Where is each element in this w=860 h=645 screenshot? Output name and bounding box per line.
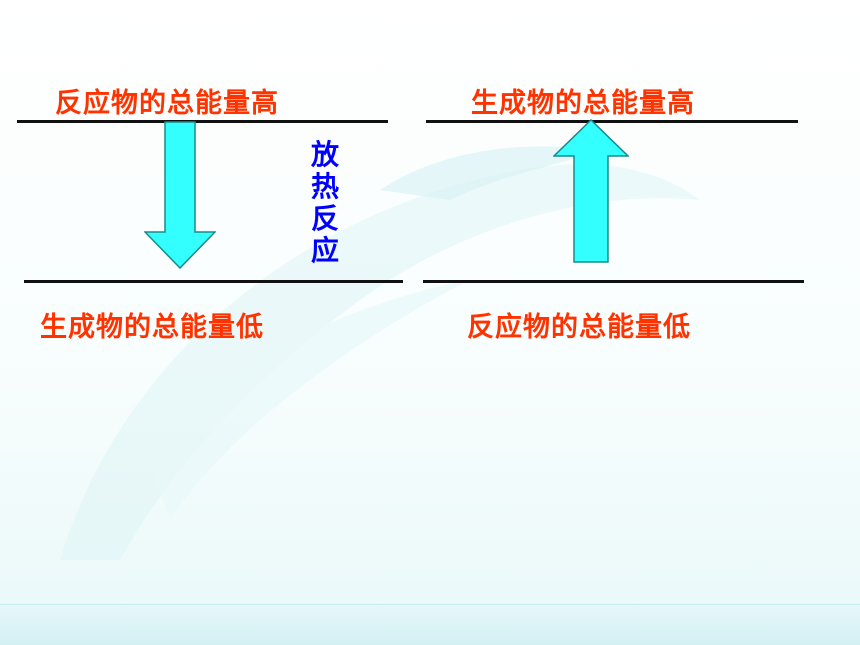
- exothermic-reaction-label: 放热反应: [310, 138, 339, 267]
- down-arrow-icon: [144, 121, 216, 269]
- reactants-high-energy-label: 反应物的总能量高: [55, 88, 279, 119]
- energy-level-line-right-high: [426, 120, 798, 123]
- reactants-low-energy-label: 反应物的总能量低: [467, 312, 691, 343]
- energy-level-line-left-high: [17, 120, 388, 123]
- products-high-energy-label: 生成物的总能量高: [471, 88, 695, 119]
- footer-band: [0, 604, 860, 645]
- energy-level-line-left-low: [24, 280, 403, 283]
- energy-level-line-right-low: [423, 280, 804, 283]
- products-low-energy-label: 生成物的总能量低: [40, 312, 264, 343]
- up-arrow-icon: [553, 119, 629, 263]
